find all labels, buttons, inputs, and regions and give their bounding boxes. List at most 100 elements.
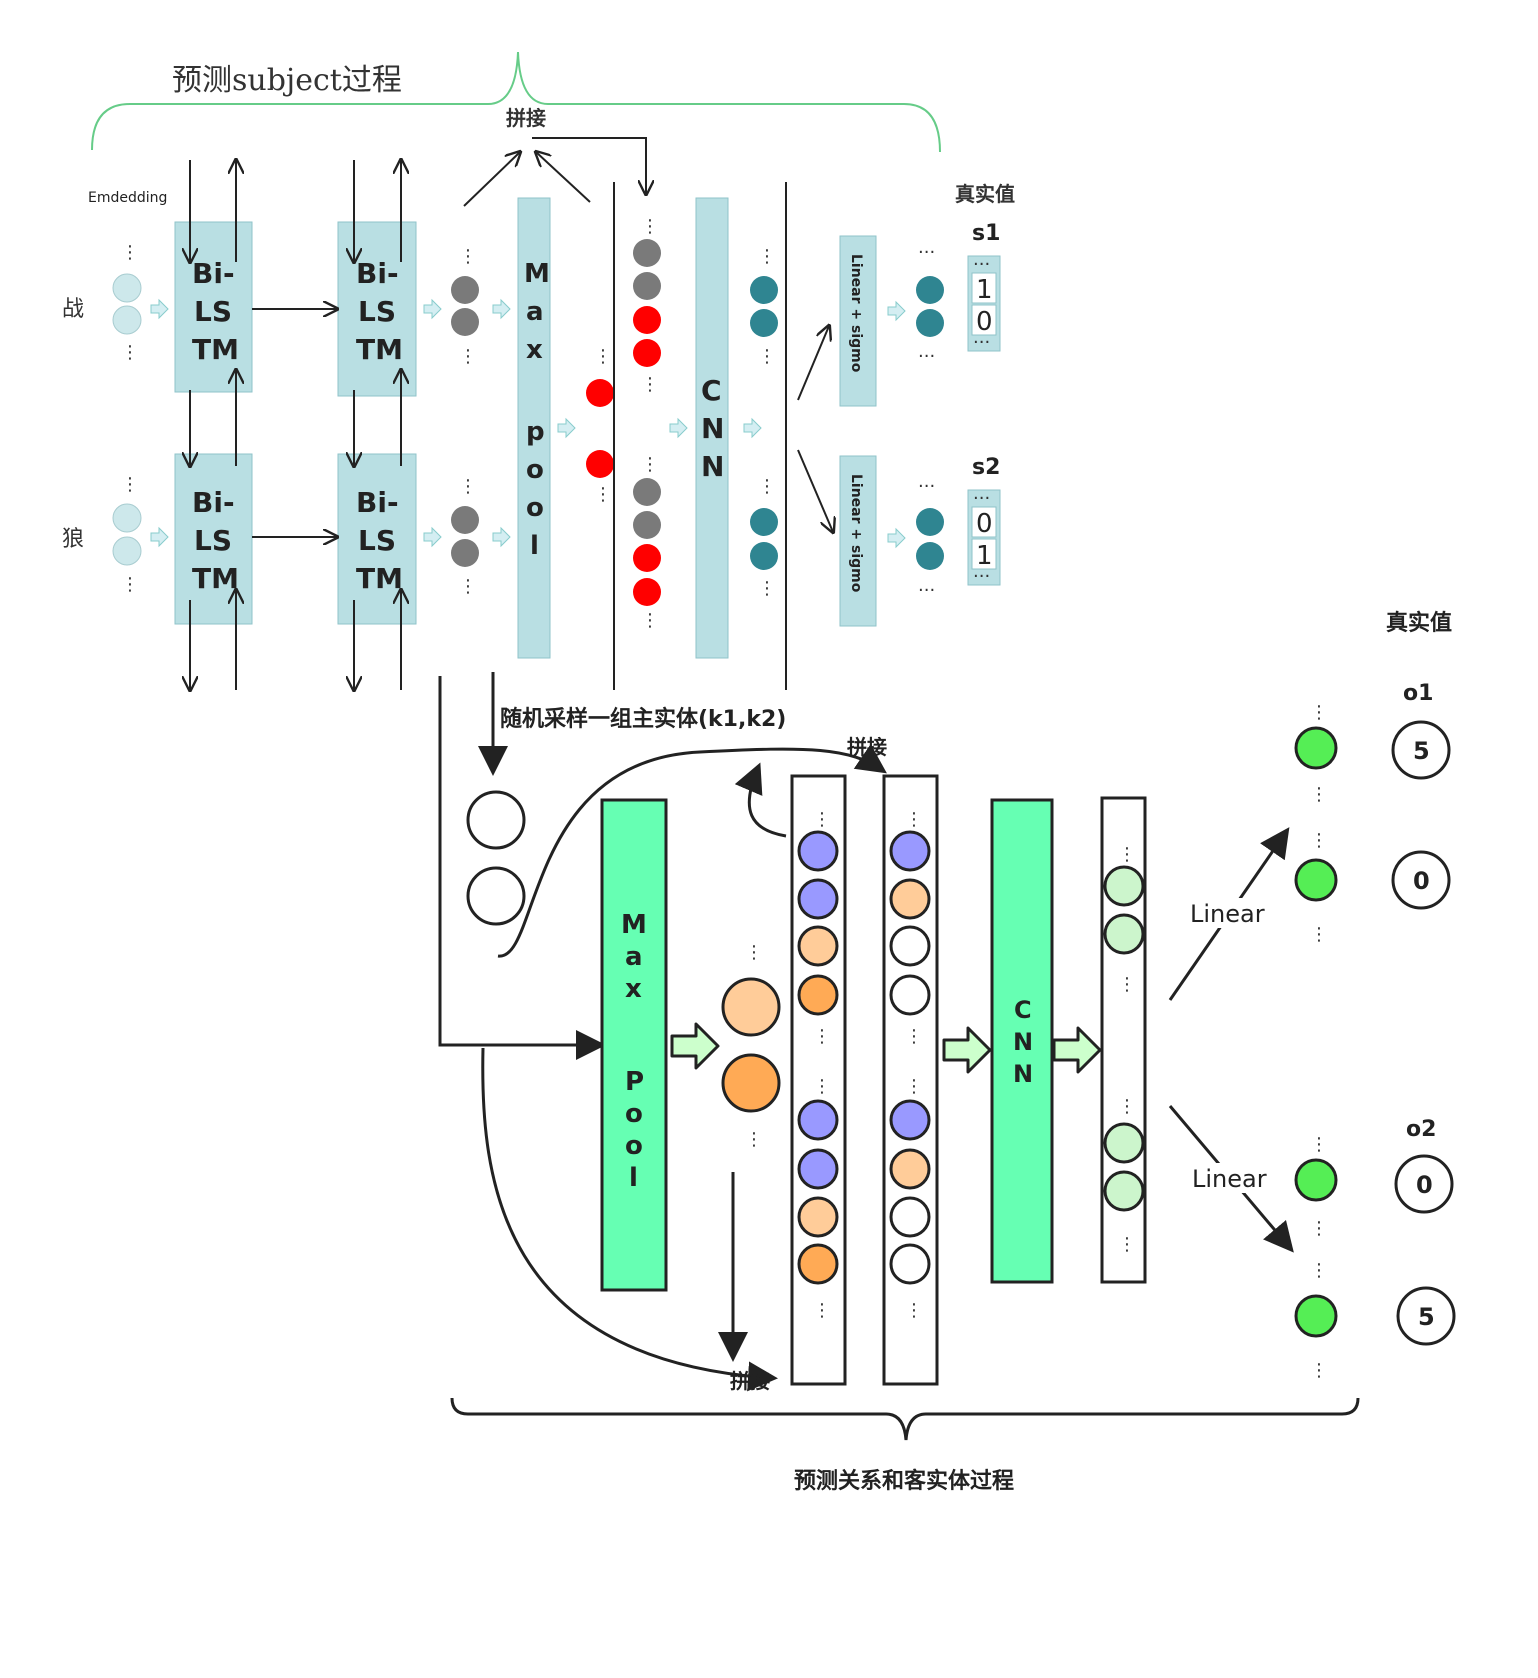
svg-text:⋮: ⋮: [459, 346, 477, 367]
embedding-label: Emdedding: [88, 190, 167, 206]
linear-label-bg: [1188, 898, 1260, 928]
svg-text:TM: TM: [192, 562, 239, 595]
s1-label: s1: [972, 221, 1000, 246]
svg-text:a: a: [526, 297, 544, 327]
svg-text:···: ···: [973, 332, 990, 353]
peach-dot: [797, 1196, 839, 1238]
svg-text:LS: LS: [358, 524, 396, 557]
concat-dots: ⋮ ⋮ ⋮ ⋮: [633, 216, 661, 631]
svg-text:⋮: ⋮: [813, 809, 831, 830]
svg-text:o: o: [625, 1099, 643, 1129]
svg-text:x: x: [526, 335, 543, 365]
svg-text:⋮: ⋮: [758, 346, 776, 367]
entity-dot: [466, 866, 526, 926]
svg-text:⋮: ⋮: [758, 246, 776, 267]
bottom-maxpool-output: ⋮ ⋮: [721, 942, 781, 1150]
o2-values: 0 5: [1394, 1154, 1456, 1346]
teal-dot: [750, 309, 778, 337]
svg-text:Bi-: Bi-: [192, 257, 235, 290]
svg-text:Bi-: Bi-: [356, 486, 399, 519]
svg-text:LS: LS: [194, 524, 232, 557]
orange-dot: [797, 974, 839, 1016]
svg-text:⋮: ⋮: [594, 346, 612, 367]
red-dot: [633, 544, 661, 572]
teal-dot: [750, 276, 778, 304]
bottom-bracket: [450, 1397, 1360, 1441]
svg-text:p: p: [526, 417, 545, 447]
svg-text:Linear + sigmo: Linear + sigmo: [848, 254, 864, 373]
o1-values: 5 0: [1391, 720, 1451, 910]
svg-text:⋮: ⋮: [1310, 924, 1328, 945]
svg-text:⋮: ⋮: [1310, 1260, 1328, 1281]
svg-text:⋮: ⋮: [813, 1026, 831, 1047]
svg-text:a: a: [625, 942, 643, 972]
bottom-true-value-label: 真实值: [1386, 610, 1452, 636]
gray-dot: [633, 511, 661, 539]
svg-text:C: C: [1014, 996, 1032, 1024]
red-dot: [586, 450, 614, 478]
svg-text:0: 0: [1416, 1171, 1433, 1199]
peach-dot: [721, 977, 781, 1037]
svg-text:l: l: [530, 531, 539, 561]
object-output-dots: ⋮ ⋮ ⋮ ⋮ ⋮ ⋮ ⋮ ⋮: [1294, 702, 1338, 1381]
bilstm-box: Bi- LS TM: [337, 453, 417, 625]
s1-vector: ··· 1 0 ···: [967, 254, 1001, 353]
gray-dot: [451, 276, 479, 304]
svg-text:⋮: ⋮: [459, 576, 477, 597]
o1-label: o1: [1403, 681, 1433, 706]
bilstm-box: Bi- LS TM: [174, 221, 253, 393]
pale-green-dot: [1103, 1122, 1145, 1164]
embed-dot: [112, 273, 142, 303]
cnn-output-dots: ⋮ ⋮ ⋮ ⋮: [750, 246, 778, 599]
svg-text:⋮: ⋮: [1310, 1218, 1328, 1239]
svg-text:Bi-: Bi-: [356, 257, 399, 290]
gray-dot: [633, 272, 661, 300]
purple-dot: [797, 1099, 839, 1141]
svg-text:⋮: ⋮: [813, 1300, 831, 1321]
svg-text:TM: TM: [356, 562, 403, 595]
svg-text:⋮: ⋮: [594, 484, 612, 505]
green-dot: [1294, 858, 1338, 902]
green-dot: [1294, 1294, 1338, 1338]
svg-text:1: 1: [976, 275, 993, 305]
embed-dot: [112, 503, 142, 533]
teal-dot: [916, 508, 944, 536]
gray-dot: [451, 308, 479, 336]
svg-text:LS: LS: [194, 295, 232, 328]
svg-text:···: ···: [918, 580, 935, 601]
svg-text:···: ···: [918, 476, 935, 497]
svg-text:⋮: ⋮: [641, 374, 659, 395]
bilstm-output-dots: ⋮ ⋮ ⋮ ⋮: [423, 246, 511, 597]
teal-dot: [750, 542, 778, 570]
orange-dot: [797, 1243, 839, 1285]
top-concat-arrows: [463, 137, 646, 207]
purple-dot: [889, 1099, 931, 1141]
purple-dot: [889, 830, 931, 872]
peach-dot: [889, 1148, 931, 1190]
svg-text:Linear + sigmo: Linear + sigmo: [848, 474, 864, 593]
svg-text:0: 0: [1413, 867, 1430, 895]
linear-label-bg: [1190, 1163, 1262, 1193]
green-dot: [1294, 726, 1338, 770]
sampled-entity-dots: [466, 790, 526, 926]
bilstm-box: Bi- LS TM: [174, 453, 253, 625]
svg-text:o: o: [526, 455, 544, 485]
peach-dot: [797, 925, 839, 967]
bilstm-box: Bi- LS TM: [337, 221, 417, 397]
empty-dot: [889, 925, 931, 967]
svg-text:N: N: [701, 450, 724, 483]
cnn-output-column: ⋮ ⋮ ⋮ ⋮: [1100, 796, 1147, 1284]
embed-dot: [112, 305, 142, 335]
svg-text:⋮: ⋮: [1310, 1134, 1328, 1155]
svg-text:⋮: ⋮: [758, 578, 776, 599]
svg-text:⋮: ⋮: [745, 1129, 763, 1150]
svg-text:⋮: ⋮: [1310, 784, 1328, 805]
bottom-connector-arrows: [438, 672, 887, 1392]
red-dot: [633, 578, 661, 606]
svg-text:⋮: ⋮: [1118, 974, 1136, 995]
char-zhan: 战: [62, 297, 84, 322]
top-true-value-label: 真实值: [955, 182, 1015, 206]
svg-text:⋮: ⋮: [1118, 1096, 1136, 1117]
bottom-cnn: C N N: [990, 798, 1054, 1284]
